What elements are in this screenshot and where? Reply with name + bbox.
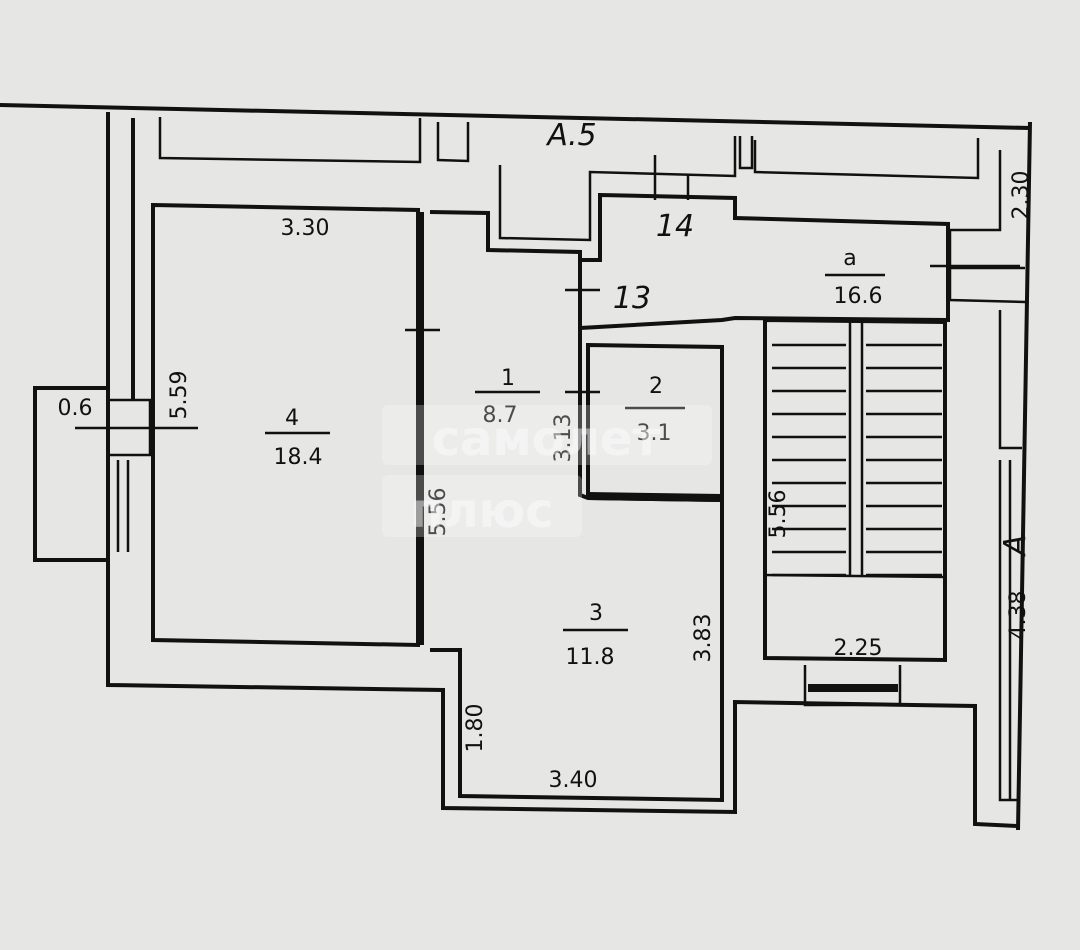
dim-2-25: 2.25 [834, 636, 883, 661]
annotation-14: 14 [656, 209, 694, 244]
watermark-line2: плюс [410, 483, 553, 539]
annotation-top: А.5 [545, 118, 596, 153]
room-a-area: 16.6 [834, 284, 883, 309]
dim-stairs-5-56: 5.56 [766, 490, 791, 539]
room-1-area: 8.7 [483, 403, 518, 428]
top-windows [158, 117, 1026, 802]
room-4-number: 4 [285, 406, 299, 431]
room-2 [586, 342, 724, 502]
dimension-labels: 3.30 5.59 0.6 5.56 3.13 3.83 1.80 3.40 2… [58, 171, 1035, 793]
room-labels: 4 18.4 1 8.7 2 3.1 3 11.8 a 16.6 [265, 246, 885, 670]
room-3-number: 3 [589, 601, 603, 626]
stair-steps-right [866, 343, 942, 577]
annotation-right: А [998, 535, 1033, 558]
room-4-area: 18.4 [274, 445, 323, 470]
watermark-line1: самолет [432, 411, 661, 467]
dim-0-6: 0.6 [58, 396, 93, 421]
watermark: самолет плюс [382, 405, 712, 539]
room-2-number: 2 [649, 374, 663, 399]
staircase [763, 317, 947, 707]
outer-walls [0, 103, 1032, 831]
dim-3-30: 3.30 [281, 216, 330, 241]
dim-3-40: 3.40 [549, 768, 598, 793]
dim-5-59: 5.59 [167, 371, 192, 420]
tick-marks [405, 155, 1020, 394]
annotation-13: 13 [613, 281, 651, 316]
dim-5-56: 5.56 [426, 488, 451, 537]
dim-4-38: 4.38 [1006, 591, 1031, 640]
room-a [578, 192, 950, 331]
annotations: А.5 14 13 А [545, 118, 1033, 557]
room-2-area: 3.1 [637, 421, 672, 446]
room-4 [151, 202, 424, 648]
room-1-number: 1 [501, 366, 515, 391]
room-3-area: 11.8 [566, 645, 615, 670]
dim-2-30: 2.30 [1009, 171, 1034, 220]
stair-steps-left [772, 343, 846, 577]
dim-1-80: 1.80 [463, 704, 488, 753]
dim-3-13: 3.13 [551, 414, 576, 463]
dim-3-83: 3.83 [691, 614, 716, 663]
room-a-number: a [843, 246, 856, 271]
